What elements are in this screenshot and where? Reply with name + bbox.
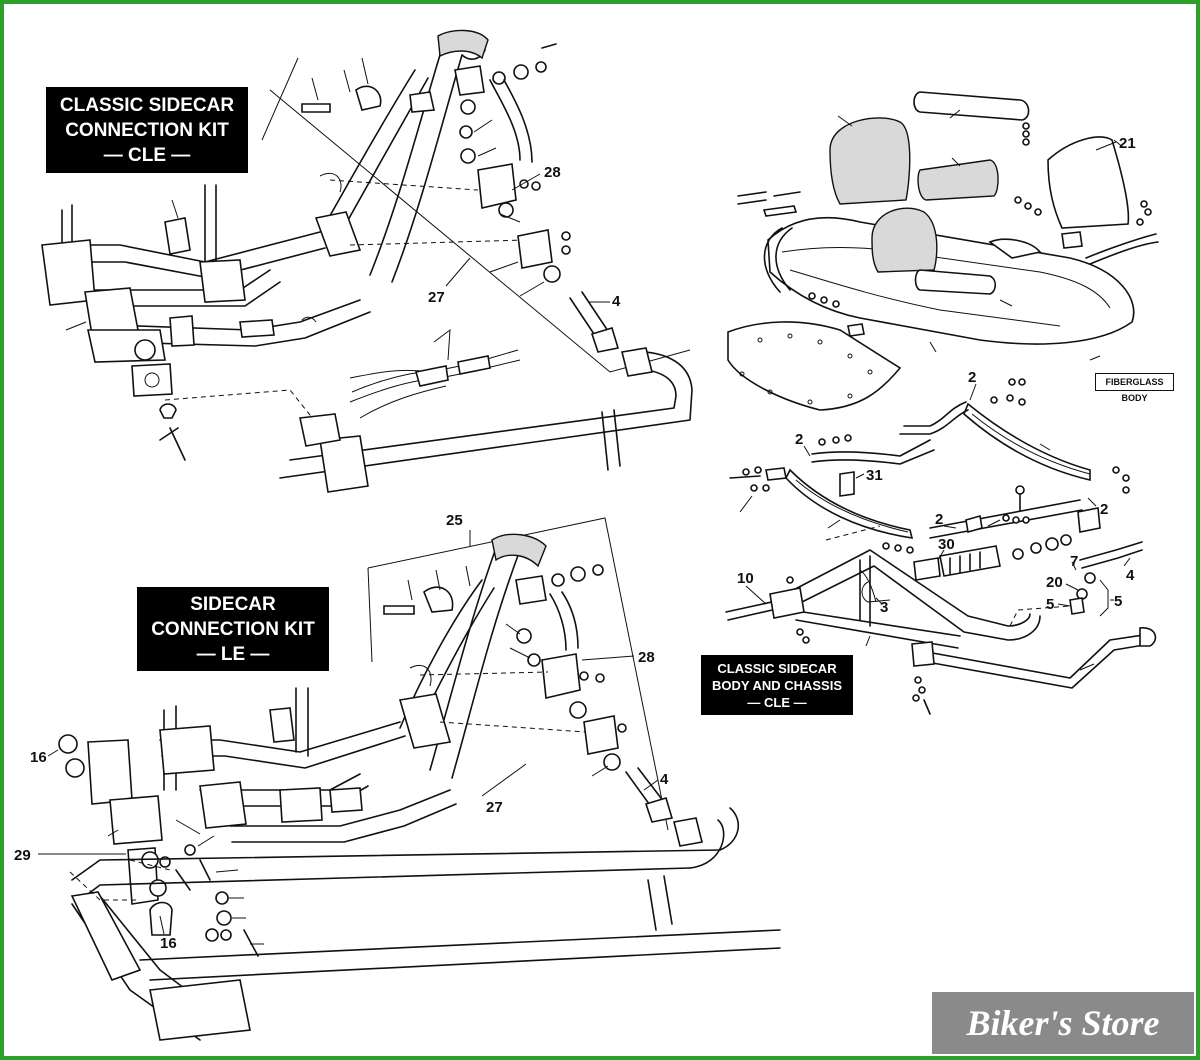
- classic-sidecar-connection-kit-label: CLASSIC SIDECAR CONNECTION KIT — CLE —: [46, 87, 248, 173]
- label-line: CONNECTION KIT: [151, 618, 315, 640]
- callout-chassis-2d: 2: [1100, 501, 1108, 518]
- label-line: — CLE —: [103, 144, 191, 166]
- bikers-store-watermark: Biker's Store: [932, 992, 1194, 1054]
- label-line: CLASSIC SIDECAR: [717, 660, 837, 676]
- callout-cle-4: 4: [612, 293, 621, 310]
- sidecar-chassis-drawing: [725, 378, 1157, 715]
- le-connection-kit-drawing: [58, 517, 781, 1041]
- callout-chassis-30: 30: [938, 536, 955, 553]
- callout-chassis-2c: 2: [935, 511, 943, 528]
- callout-cle-27: 27: [428, 289, 445, 306]
- label-line: — LE —: [196, 643, 270, 665]
- label-line: — CLE —: [747, 694, 807, 710]
- callout-body-21: 21: [1119, 135, 1136, 152]
- callout-chassis-2a: 2: [968, 369, 976, 386]
- classic-sidecar-body-chassis-label: CLASSIC SIDECAR BODY AND CHASSIS — CLE —: [701, 655, 853, 715]
- label-line: SIDECAR: [190, 593, 276, 615]
- sidecar-connection-kit-le-label: SIDECAR CONNECTION KIT — LE —: [137, 587, 329, 671]
- label-line: CONNECTION KIT: [65, 119, 229, 141]
- callout-le-4: 4: [660, 771, 669, 788]
- callout-chassis-5b: 5: [1114, 593, 1122, 610]
- fiberglass-body-label: FIBERGLASS BODY: [1095, 373, 1174, 403]
- callout-chassis-5a: 5: [1046, 596, 1054, 613]
- callout-chassis-20: 20: [1046, 574, 1063, 591]
- callout-chassis-3: 3: [880, 599, 888, 616]
- callout-chassis-31: 31: [866, 467, 883, 484]
- sidecar-body-drawing: [727, 91, 1159, 411]
- callout-cle-28: 28: [544, 164, 561, 181]
- callout-chassis-2b: 2: [795, 431, 803, 448]
- callout-le-29: 29: [14, 847, 31, 864]
- callout-le-28: 28: [638, 649, 655, 666]
- callout-numbers: 28 27 4 25 28 4 27 16 29 16 21 2 2 2 2 3…: [14, 135, 1136, 952]
- label-line: CLASSIC SIDECAR: [59, 94, 235, 116]
- callout-chassis-10: 10: [737, 570, 754, 587]
- callout-le-25: 25: [446, 512, 463, 529]
- label-line: BODY AND CHASSIS: [711, 677, 843, 693]
- callout-chassis-7: 7: [1070, 553, 1078, 570]
- callout-le-27: 27: [486, 799, 503, 816]
- callout-le-16a: 16: [30, 749, 47, 766]
- cle-connection-kit-drawing: [41, 29, 693, 493]
- callout-le-16b: 16: [160, 935, 177, 952]
- callout-chassis-4: 4: [1126, 567, 1135, 584]
